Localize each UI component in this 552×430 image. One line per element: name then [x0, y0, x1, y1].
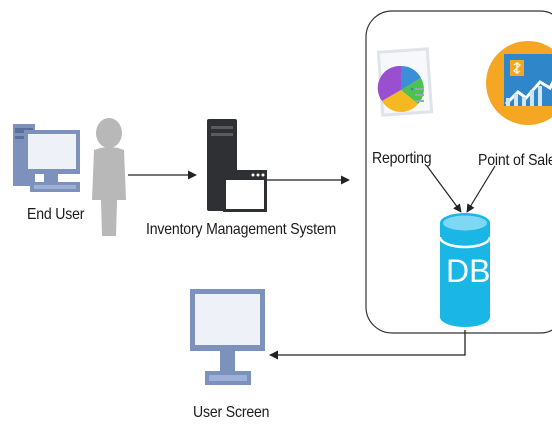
- reporting-label: Reporting: [372, 150, 432, 167]
- arrow-pos-to-db: [466, 165, 496, 213]
- database-icon: [438, 213, 492, 327]
- monitor-icon: [190, 289, 265, 385]
- user-screen-label: User Screen: [193, 404, 270, 421]
- sales-chart-icon: [486, 41, 552, 125]
- arrow-reporting-to-db: [426, 165, 462, 213]
- end-user-label: End User: [27, 206, 85, 223]
- inventory-system-label: Inventory Management System: [146, 221, 337, 238]
- point-of-sale-label: Point of Sale: [478, 152, 552, 169]
- arrow-db-to-screen: [269, 330, 466, 360]
- application-window-icon: [223, 170, 267, 212]
- desktop-computer-icon: [13, 124, 80, 192]
- person-icon: [92, 118, 126, 236]
- pie-chart-report-icon: [376, 47, 434, 117]
- db-label: DB: [446, 253, 491, 289]
